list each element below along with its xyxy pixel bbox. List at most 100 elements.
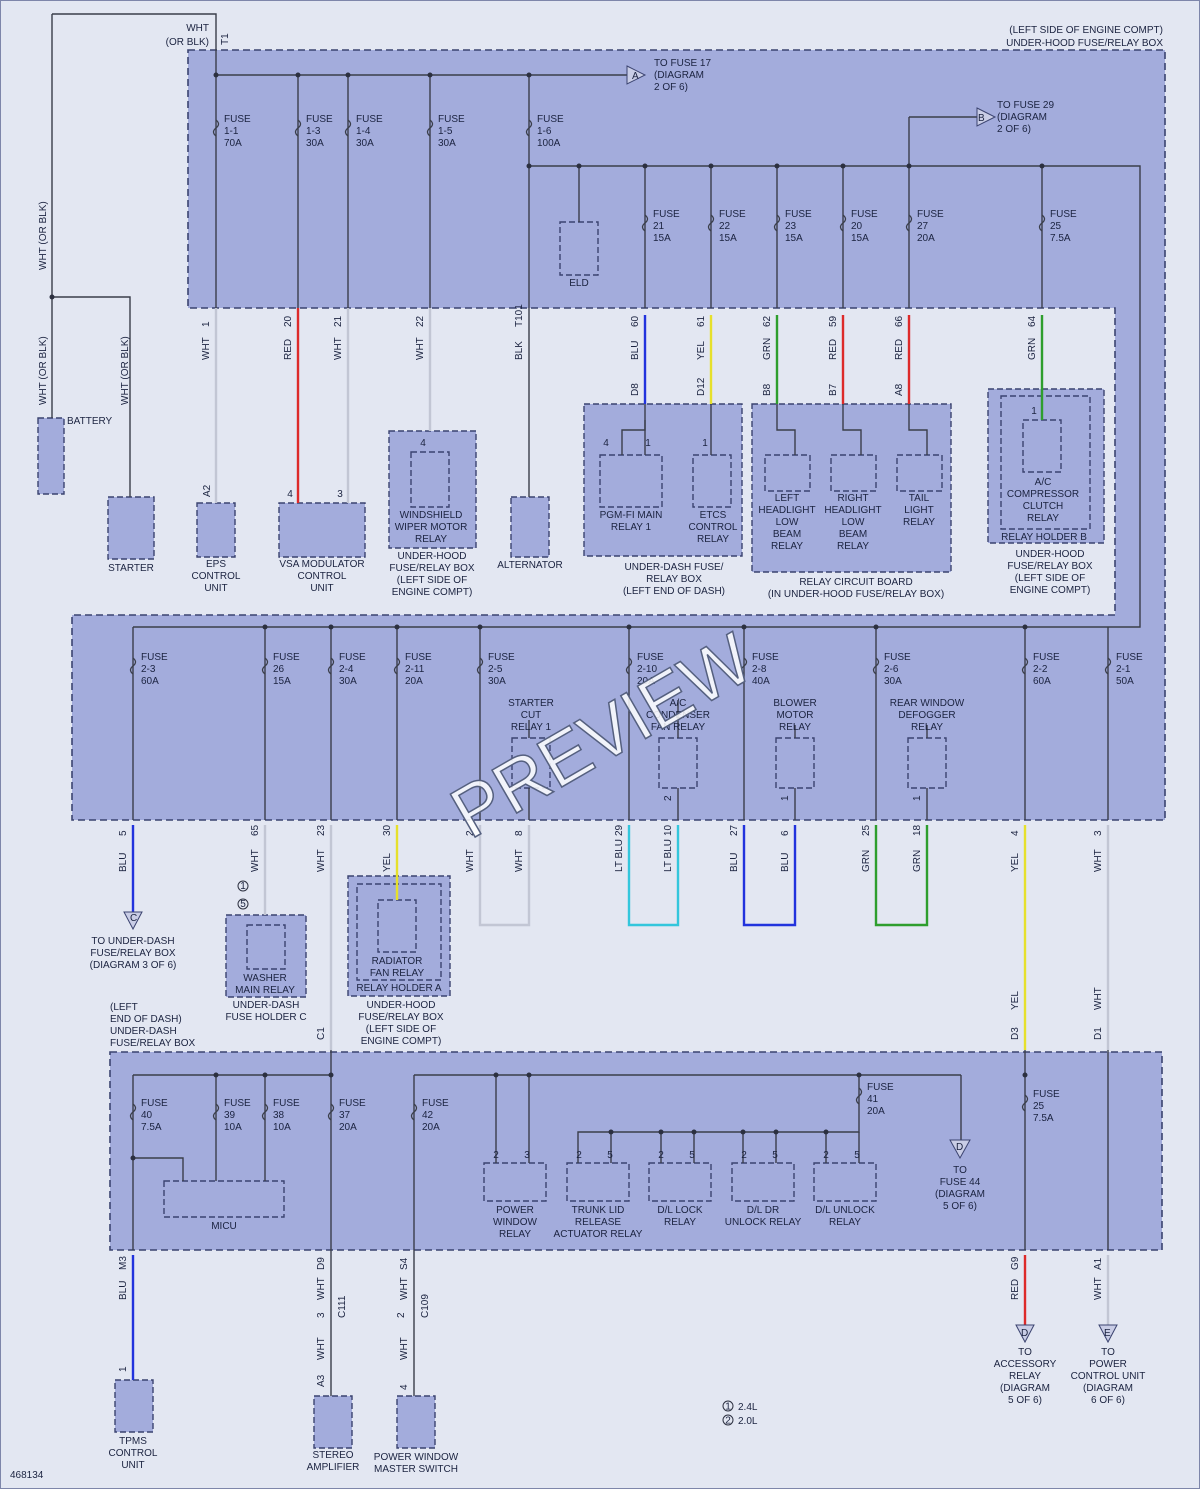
low-wire-color-10: BLU [780,853,791,872]
ac-holder-label: RELAY HOLDER B [1001,532,1087,543]
connector-d-line-3: (DIAGRAM [935,1189,985,1200]
row3-fuse-10-line-2: 2-1 [1116,664,1131,675]
radiator-box-label-line-2: FUSE/RELAY BOX [358,1012,444,1023]
washer-marker-2: 5 [240,899,246,910]
row4-fuse-4-line-3: 20A [339,1122,357,1133]
dash-box-title-line-3: UNDER-DASH [110,1026,177,1037]
dash-relay-3-pin-a: 2 [658,1150,664,1161]
row3-fuse-6-line-2: 2-10 [637,664,657,675]
dash-input-d3: D3 [1010,1027,1021,1040]
row1-fuse-2-symbol [294,119,302,137]
connector-d-line-4: 5 OF 6) [943,1201,977,1212]
low-wire-color-1: BLU [118,853,129,872]
dl-lock-relay-box [648,1162,712,1202]
starter-cut-label-line-1: STARTER [508,698,554,709]
colored-wires [131,308,1110,1380]
row2-fuse-2-line-1: FUSE [719,209,746,220]
ac-relay-label-line-1: A/C [1035,477,1052,488]
row2-fuse-6-line-3: 7.5A [1050,233,1071,244]
row3-fuse-10-symbol [1104,657,1112,675]
row2-fuse-4-line-2: 20 [851,221,863,232]
row3-fuse-8-line-2: 2-6 [884,664,899,675]
tail-light-label-line-1: TAIL [909,493,930,504]
row3-fuse-1-line-1: FUSE [141,652,168,663]
top-wire-color-8: GRN [762,338,773,360]
tpms-label-line-1: TPMS [119,1436,147,1447]
top-wire-pin-1: 1 [201,321,212,327]
row4-fuse-7-line-1: FUSE [1033,1089,1060,1100]
low-wire-color-2: WHT [250,849,261,872]
connector-b-line-3: 2 OF 6) [997,124,1031,135]
wiper-box-label-line-3: (LEFT SIDE OF [397,575,467,586]
connector-d2-line-3: RELAY [1009,1371,1041,1382]
row3-fuse-4-line-1: FUSE [405,652,432,663]
pgm-pin-2: 1 [645,438,651,449]
row3-fuse-9-line-3: 60A [1033,676,1051,687]
dl-dr-unlock-relay-box [731,1162,795,1202]
row1-fuse-1-line-1: FUSE [224,114,251,125]
stereo-label-line-2: AMPLIFIER [307,1462,360,1473]
row4-fuse-4-symbol [327,1103,335,1121]
low-wire-pin-4: 30 [382,824,393,836]
row3-fuse-2-line-2: 26 [273,664,285,675]
low-wire-pin-10: 6 [780,830,791,836]
row4-fuse-5-line-3: 20A [422,1122,440,1133]
low-wire-pin-1: 5 [118,830,129,836]
row2-fuse-2-line-3: 15A [719,233,737,244]
top-wire-pin-9: 59 [828,315,839,327]
trunk-relay-box [566,1162,630,1202]
fuse-symbols [129,119,1112,1121]
row2-fuse-3-symbol [773,214,781,232]
dash-relay-2-line-2: RELEASE [575,1217,621,1228]
dash-relay-1-line-2: WINDOW [493,1217,537,1228]
condenser-relay-box [658,737,698,789]
row1-fuse-5-line-2: 1-6 [537,126,552,137]
dash-relay-5-line-2: RELAY [829,1217,861,1228]
row4-fuse-3-line-1: FUSE [273,1098,300,1109]
row4-fuse-7-line-2: 25 [1033,1101,1045,1112]
etcs-label-line-2: CONTROL [689,522,738,533]
row4-fuse-1-line-2: 40 [141,1110,153,1121]
dash-relay-1-pin-b: 3 [524,1150,530,1161]
connector-d-letter: D [956,1142,963,1153]
row1-fuse-1-symbol [212,119,220,137]
washer-box-label-line-2: FUSE HOLDER C [225,1012,306,1023]
starter-cut-relay-box [511,737,551,789]
connector-b-line-1: TO FUSE 29 [997,100,1054,111]
low-wire-pin-6: 8 [514,830,525,836]
vsa-modulator-box [278,502,366,558]
row2-fuse-3-line-2: 23 [785,221,797,232]
row3-fuse-7-symbol [740,657,748,675]
low-wire-color-3: WHT [316,849,327,872]
mid-pin-2: D12 [696,377,707,396]
under-dash-fuse-box [109,1051,1163,1251]
low-wire-color-5: WHT [465,849,476,872]
row3-fuse-5-line-3: 30A [488,676,506,687]
row4-fuse-6-line-2: 41 [867,1094,879,1105]
row4-fuse-7-symbol [1021,1094,1029,1112]
connector-d2-line-2: ACCESSORY [994,1359,1057,1370]
micu-label: MICU [211,1221,237,1232]
tpms-label-line-2: CONTROL [109,1448,158,1459]
dash-box-title-line-1: (LEFT [110,1002,138,1013]
c111-pin: 3 [316,1312,327,1318]
top-wire-color-3: WHT [333,337,344,360]
right-headlight-label-line-2: HEADLIGHT [824,505,881,516]
top-wire-color-2: RED [283,339,294,360]
row3-fuse-8-line-3: 30A [884,676,902,687]
eld-label: ELD [569,278,588,289]
row4-fuse-5-symbol [410,1103,418,1121]
pgm-fi-relay-box [599,454,663,508]
dash-relay-5-pin-a: 2 [823,1150,829,1161]
connector-e-line-4: (DIAGRAM [1083,1383,1133,1394]
blower-label-line-2: MOTOR [776,710,813,721]
labels: WHT (OR BLK) T1 WHT (OR BLK) WHT (OR BLK… [10,23,1163,1481]
low-wire-pin-5: 2 [465,830,476,836]
row4-fuse-2-symbol [212,1103,220,1121]
row3-fuse-1-line-2: 2-3 [141,664,156,675]
bottom-wire-color-3: WHT [399,1277,410,1300]
left-headlight-label-line-1: LEFT [775,493,799,504]
row2-fuse-4-symbol [839,214,847,232]
low-wire-pin-12: 18 [912,824,923,836]
blower-label-line-1: BLOWER [773,698,816,709]
